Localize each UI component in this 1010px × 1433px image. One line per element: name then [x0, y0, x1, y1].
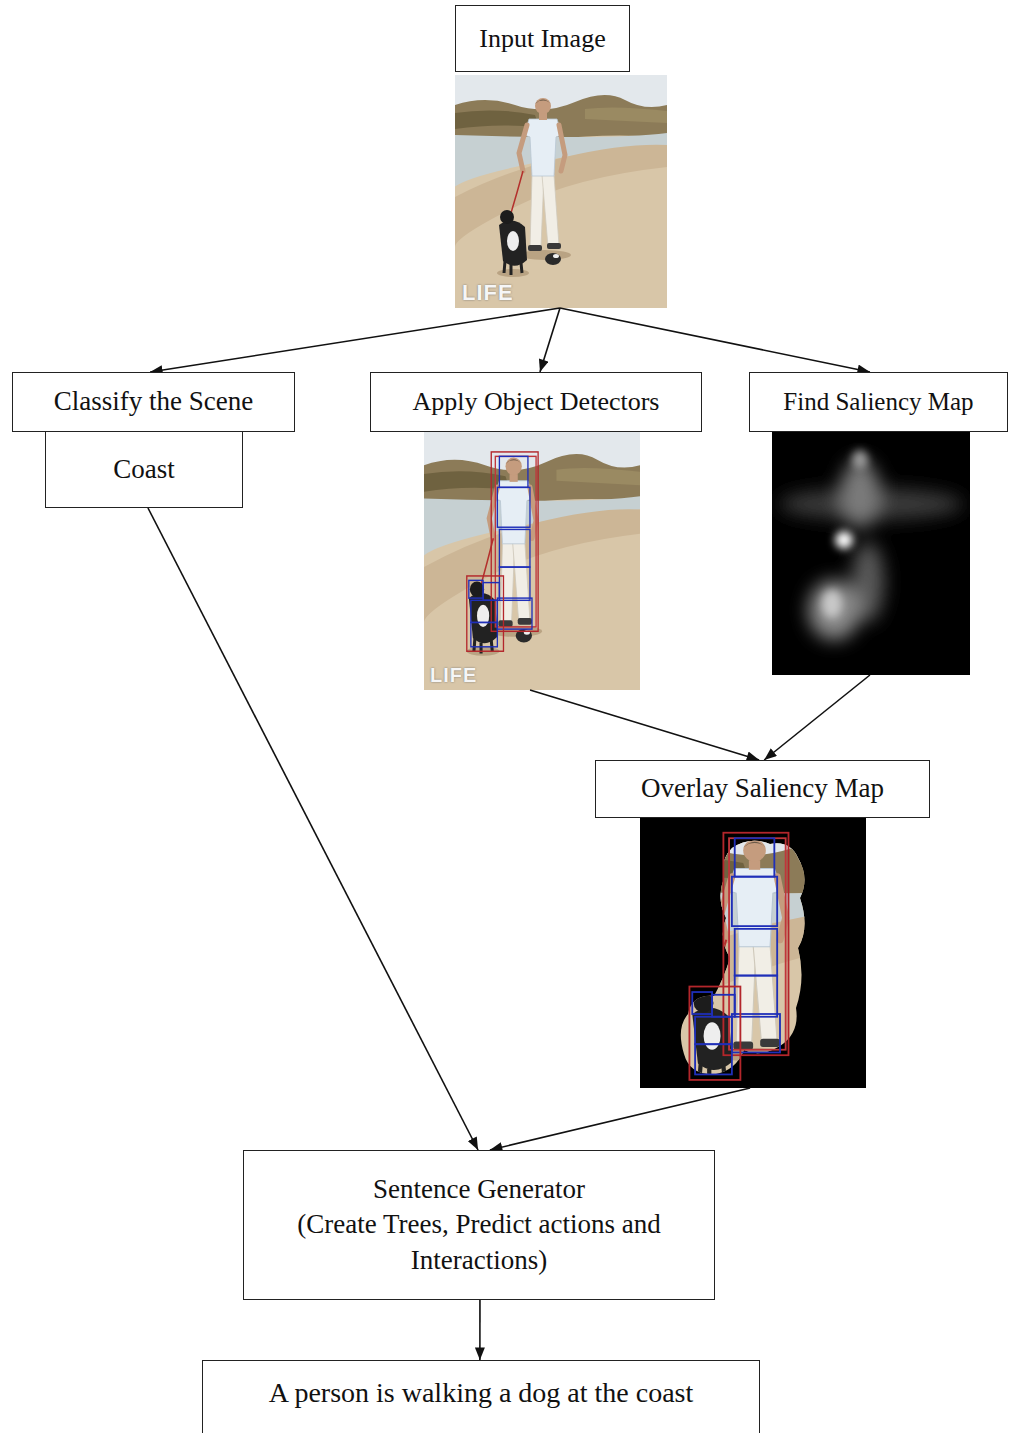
process-box: Find Saliency Map: [749, 372, 1008, 675]
overlay-photo: [640, 818, 866, 1088]
flow-arrow: [490, 1088, 750, 1150]
box-outline: Sentence Generator(Create Trees, Predict…: [243, 1150, 715, 1300]
flow-arrow: [560, 308, 870, 372]
input-box: Input Image: [455, 5, 667, 308]
box-outline: Classify the Scene: [12, 372, 295, 432]
output-box: A person is walking a dog at the coast: [202, 1360, 760, 1433]
box-outline: Overlay Saliency Map: [595, 760, 930, 818]
watermark-text: LIFE: [430, 664, 477, 686]
box-outline: Coast: [45, 431, 243, 508]
box-outline: A person is walking a dog at the coast: [202, 1360, 760, 1433]
box-title: Sentence Generator: [373, 1172, 585, 1207]
detector-photo: [424, 432, 640, 690]
box-outline: Apply Object Detectors: [370, 372, 702, 432]
box-title: Overlay Saliency Map: [641, 771, 884, 806]
box-title: Find Saliency Map: [783, 386, 973, 419]
watermark-text: LIFE: [462, 282, 514, 304]
flow-arrow: [540, 308, 560, 372]
saliency-map: [772, 432, 970, 675]
flow-arrow: [479, 1300, 481, 1360]
box-title: A person is walking a dog at the coast: [269, 1375, 694, 1411]
box-title: Input Image: [479, 22, 605, 56]
box-outline: Find Saliency Map: [749, 372, 1008, 432]
input-photo: [455, 75, 667, 308]
flow-arrow: [764, 675, 870, 760]
generator-box: Sentence Generator(Create Trees, Predict…: [243, 1150, 715, 1300]
flow-arrow: [148, 508, 478, 1150]
process-box: Apply Object Detectors: [370, 372, 702, 690]
box-title: Classify the Scene: [54, 384, 253, 419]
result-box: Coast: [45, 431, 243, 508]
box-title: Coast: [113, 452, 175, 487]
box-outline: Input Image: [455, 5, 630, 72]
box-title: Apply Object Detectors: [413, 385, 660, 419]
flow-arrow: [150, 308, 560, 372]
box-body: (Create Trees, Predict actions and Inter…: [283, 1207, 675, 1277]
process-box: Classify the Scene: [12, 372, 295, 432]
flow-arrow: [530, 690, 759, 760]
process-box: Overlay Saliency Map: [595, 760, 930, 1088]
